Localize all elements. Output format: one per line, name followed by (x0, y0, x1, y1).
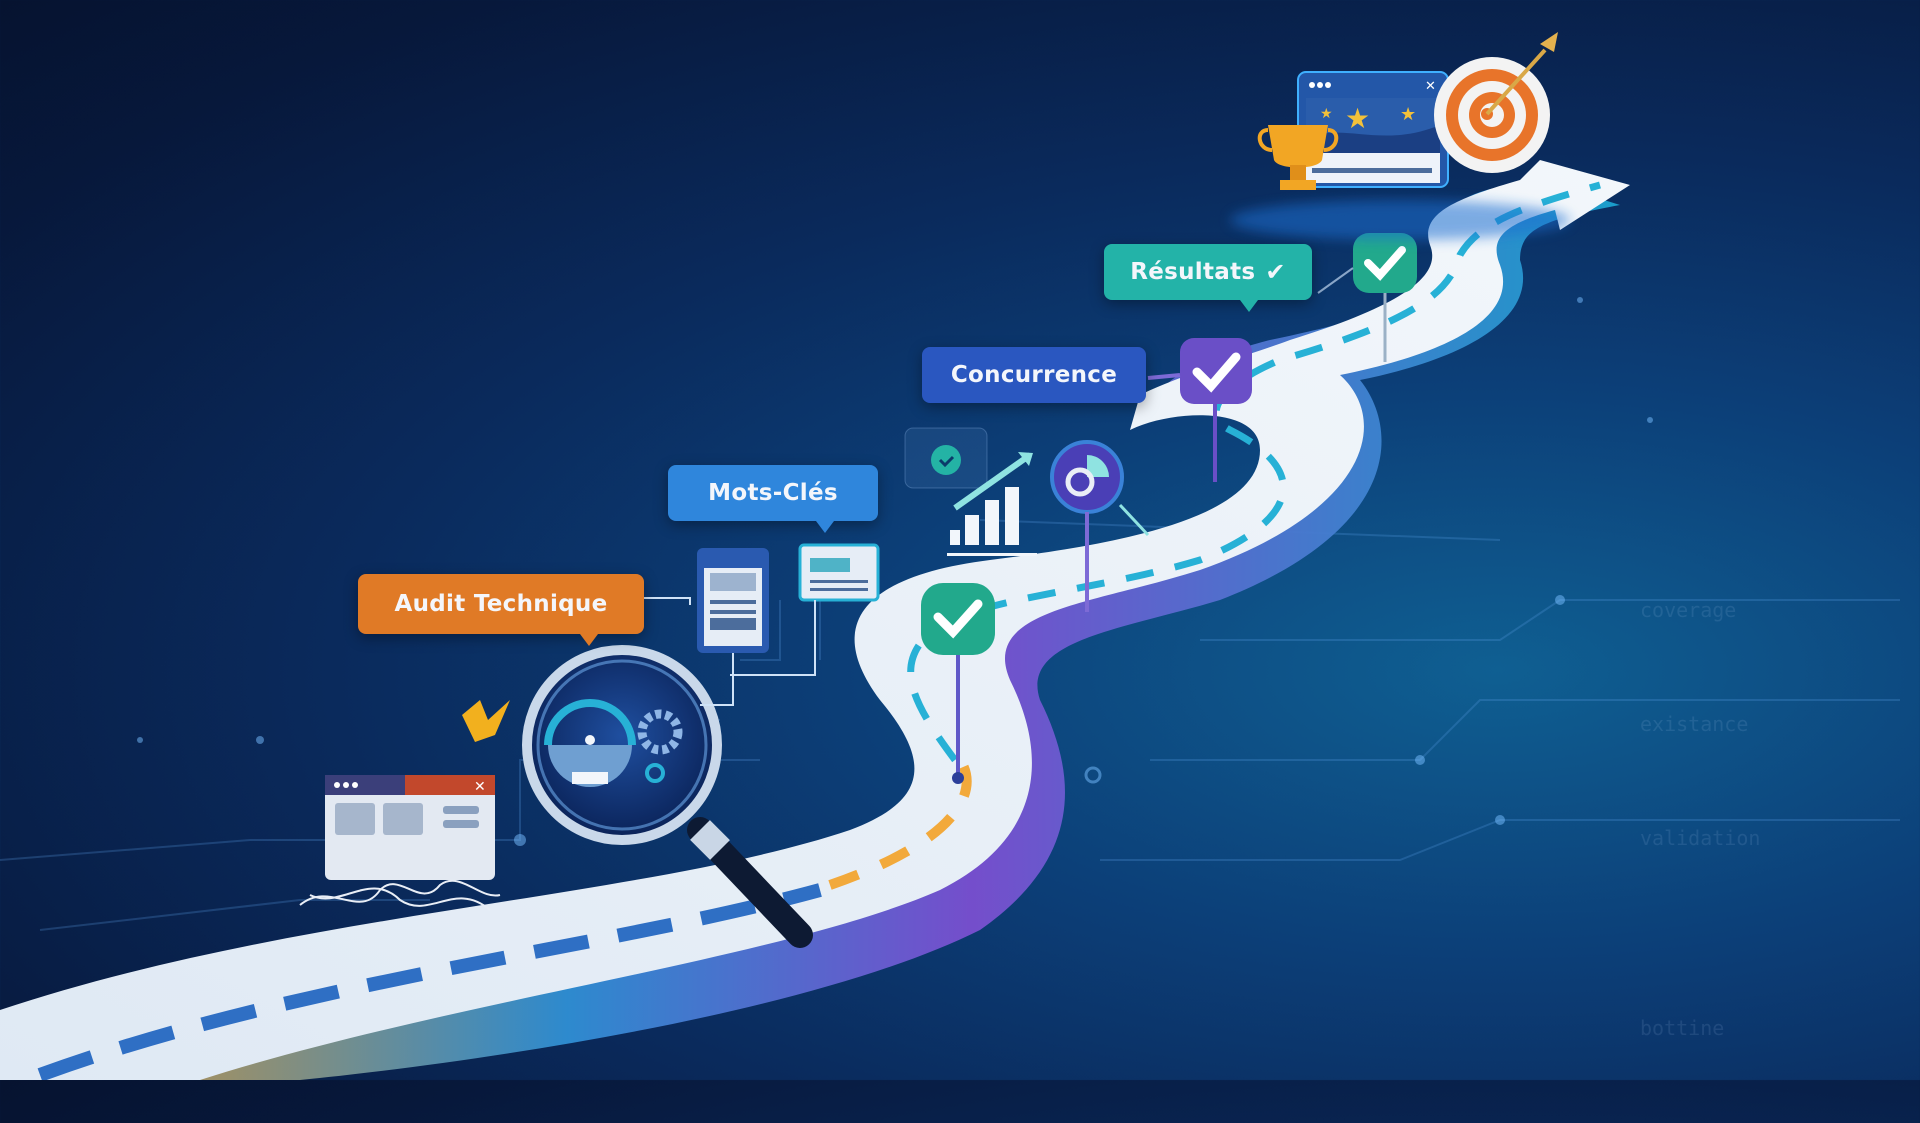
step-label-resultats: Résultats ✔ (1104, 244, 1312, 312)
goal-icons: ✕ ★ ★ ★ (1230, 32, 1570, 240)
step-label-mots-cles: Mots-Clés (668, 465, 878, 533)
trophy-icon (1257, 125, 1339, 190)
step-label-concurrence: Concurrence (922, 347, 1146, 403)
code-line: existance (1640, 712, 1749, 736)
svg-text:★: ★ (1345, 102, 1370, 135)
circuit-nodes (137, 297, 1653, 846)
code-line: bottine (1640, 1016, 1725, 1040)
growth-chart-icon (904, 427, 1150, 612)
checkmark-pen-icon: ✔ (1265, 258, 1286, 286)
seo-roadmap-illustration: ✕ (0, 32, 1900, 1082)
check-pin-green-1 (921, 583, 995, 784)
target-arrow-icon (1434, 32, 1558, 173)
svg-text:★: ★ (1320, 106, 1333, 122)
step-label-audit-technique: Audit Technique (358, 574, 644, 646)
step-label-text: Concurrence (950, 362, 1118, 388)
browser-stars-icon: ✕ ★ ★ ★ (1297, 71, 1449, 188)
road-dashes-blue (37, 883, 822, 1082)
roadmap-canvas: ✕ (0, 32, 1900, 1082)
step-label-text: Résultats (1130, 259, 1256, 285)
step-label-text: Mots-Clés (708, 480, 838, 506)
magnifier-gauge-icon (522, 645, 813, 948)
check-pin-purple (1147, 338, 1252, 482)
road-dashes-orange (828, 757, 972, 890)
check-pin-green-2 (1317, 233, 1417, 362)
broken-webpage-icon: ✕ (299, 700, 510, 911)
step-label-text: Audit Technique (394, 591, 608, 617)
background-code-text: coverage existance validation bottine (1640, 515, 1760, 1123)
svg-text:✕: ✕ (474, 779, 486, 795)
code-line: coverage (1640, 598, 1737, 622)
svg-text:✕: ✕ (1425, 79, 1436, 94)
document-pages-icon (644, 543, 880, 706)
code-line: validation (1640, 826, 1761, 850)
svg-text:★: ★ (1400, 104, 1416, 125)
